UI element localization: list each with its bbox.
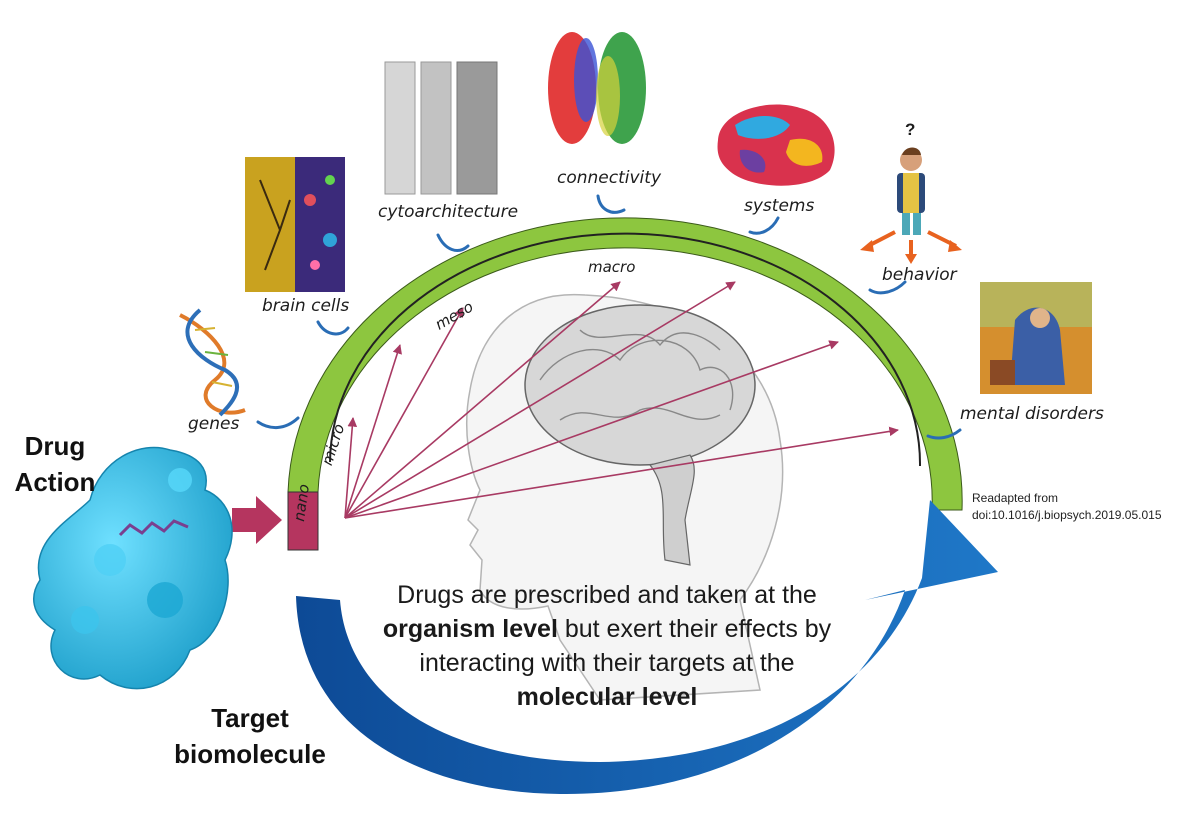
behavior-question-mark: ? bbox=[905, 120, 916, 139]
dna-helix-image bbox=[179, 308, 246, 417]
genes-label: genes bbox=[188, 414, 240, 434]
message-part1: Drugs are prescribed and taken at the bbox=[397, 581, 817, 609]
mental-disorders-image bbox=[980, 282, 1092, 394]
message-organism-level: organism level bbox=[382, 615, 558, 643]
connectivity-image bbox=[548, 32, 646, 144]
citation-doi: doi:10.1016/j.biopsych.2019.05.015 bbox=[972, 508, 1162, 522]
behavior-label: behavior bbox=[882, 265, 957, 285]
cytoarchitecture-label: cytoarchitecture bbox=[378, 202, 519, 222]
nano-box bbox=[287, 491, 319, 551]
citation: Readapted from doi:10.1016/j.biopsych.20… bbox=[972, 490, 1162, 524]
organism-to-molecular-arrow bbox=[296, 500, 998, 795]
drug-action-line2: Action bbox=[14, 467, 96, 497]
brain-cells-label: brain cells bbox=[262, 296, 350, 316]
scale-arc-band bbox=[287, 217, 963, 511]
systems-label: systems bbox=[744, 196, 815, 216]
message-molecular-level: molecular level bbox=[516, 683, 698, 711]
connectivity-label: connectivity bbox=[557, 168, 662, 188]
cytoarchitecture-image bbox=[384, 61, 498, 195]
drug-action-label: Drug Action bbox=[10, 428, 100, 500]
drug-action-line1: Drug bbox=[24, 431, 86, 461]
citation-line1: Readapted from bbox=[972, 491, 1059, 505]
systems-image bbox=[717, 104, 835, 186]
brain-illustration bbox=[524, 304, 756, 566]
level-connectors bbox=[256, 194, 962, 440]
key-message: Drugs are prescribed and taken at the or… bbox=[362, 578, 852, 714]
message-part2: but exert their effects by interacting w… bbox=[419, 615, 832, 677]
target-line1: Target bbox=[211, 703, 289, 733]
target-line2: biomolecule bbox=[174, 739, 326, 769]
drug-to-nano-arrow bbox=[232, 496, 282, 544]
brain-cells-image bbox=[245, 157, 345, 292]
behavior-figure bbox=[860, 147, 962, 264]
scale-inner-arc bbox=[329, 232, 922, 467]
scale-rays bbox=[344, 281, 899, 519]
target-biomolecule-label: Target biomolecule bbox=[150, 700, 350, 772]
protein-structure bbox=[33, 446, 233, 690]
mental-disorders-label: mental disorders bbox=[960, 404, 1104, 424]
scale-macro-label: macro bbox=[588, 258, 636, 276]
